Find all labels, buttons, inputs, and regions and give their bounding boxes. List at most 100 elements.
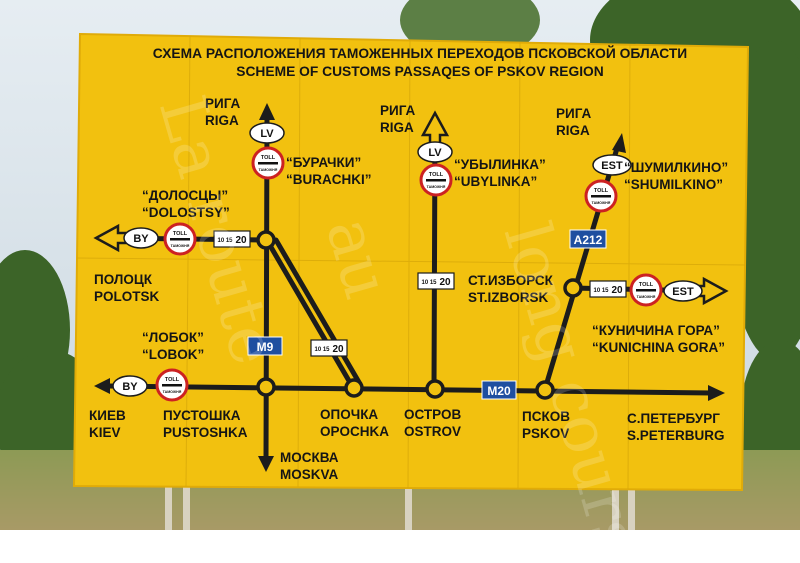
label-ubylinka-ru: “УБЫЛИНКА”: [454, 157, 546, 172]
label-lobok-ru: “ЛОБОК”: [142, 330, 204, 345]
road-m20: [105, 383, 715, 396]
road-opochka-diag-a: [265, 239, 355, 389]
label-shumilkino-ru: “ШУМИЛКИНО”: [624, 160, 729, 175]
road-opochka-diag-b: [273, 237, 363, 387]
label-izborsk-en: ST.IZBORSK: [468, 290, 549, 305]
toll-sign-burachki-toll: TOLL: [261, 155, 276, 161]
label-kiev-ru: КИЕВ: [89, 408, 126, 423]
badge-lv-m9-text: LV: [260, 128, 274, 140]
label-kiev-en: KIEV: [89, 425, 121, 440]
badge-m20-text: M20: [487, 384, 511, 398]
badge-lv-m9: LV: [249, 122, 285, 144]
time-plate-izborsk-num: 20: [611, 285, 623, 296]
toll-sign-shumilkino-customs: ТАМОЖНЯ: [592, 201, 611, 205]
label-spb-en: S.PETERBURG: [627, 428, 725, 443]
label-pskov-ru: ПСКОВ: [522, 409, 570, 424]
label-ubylinka-en: “UBYLINKA”: [454, 174, 538, 189]
panel-seams: [76, 35, 746, 490]
label-izborsk-ru: СТ.ИЗБОРСК: [468, 273, 553, 288]
toll-sign-burachki: TOLL ТАМОЖНЯ: [251, 146, 285, 180]
label-kunichina-ru: “КУНИЧИНА ГОРА”: [592, 323, 720, 338]
label-moskva-en: MOSKVA: [280, 467, 339, 482]
label-riga-en-ostrov: RIGA: [380, 120, 414, 135]
badge-est-a212-text: EST: [601, 160, 623, 172]
badge-by-dolostsy-text: BY: [133, 233, 149, 245]
toll-sign-lobok-toll: TOLL: [165, 377, 180, 383]
label-lobok-en: “LOBOK”: [142, 347, 205, 362]
label-riga-ru-a212: РИГА: [556, 106, 592, 121]
toll-sign-ubylinka-toll: TOLL: [429, 172, 444, 178]
sign-title-en: SCHEME OF CUSTOMS PASSAQES OF PSKOV REGI…: [236, 64, 604, 79]
toll-sign-burachki-customs: ТАМОЖНЯ: [259, 168, 278, 172]
label-burachki-ru: “БУРАЧКИ”: [286, 155, 362, 170]
label-spb-ru: С.ПЕТЕРБУРГ: [627, 411, 720, 426]
arrow-riga-m9: [259, 103, 275, 120]
toll-sign-shumilkino-toll: TOLL: [594, 188, 609, 194]
label-riga-ru-m9: РИГА: [205, 96, 241, 111]
badge-m9-text: M9: [257, 340, 274, 354]
toll-sign-lobok: TOLL ТАМОЖНЯ: [155, 368, 189, 402]
toll-sign-dolostsy-customs: ТАМОЖНЯ: [171, 244, 190, 248]
toll-sign-shumilkino: TOLL ТАМОЖНЯ: [584, 179, 618, 213]
badge-m9: M9: [247, 336, 283, 356]
arrow-kiev: [94, 378, 110, 394]
time-plate-ostrov-small: 10 15: [421, 280, 437, 286]
label-shumilkino-en: “SHUMILKINO”: [624, 177, 723, 192]
route-badges: A212 M9 M20: [247, 229, 607, 400]
time-plate-opochka-num: 20: [332, 344, 344, 355]
time-plate-izborsk-small: 10 15: [593, 288, 609, 294]
label-ostrov-ru: ОСТРОВ: [404, 407, 462, 422]
toll-sign-kunichina-toll: TOLL: [639, 282, 654, 288]
sign-posts: [165, 485, 635, 530]
label-moskva-ru: МОСКВА: [280, 450, 339, 465]
country-badges: LV LV BY BY EST EST: [112, 122, 703, 397]
badge-by-dolostsy: BY: [123, 227, 159, 249]
toll-sign-ubylinka-customs: ТАМОЖНЯ: [427, 185, 446, 189]
label-ostrov-en: OSTROV: [404, 424, 462, 439]
arrow-riga-a212: [612, 133, 626, 153]
badge-m20: M20: [481, 380, 517, 400]
junction-rings: [256, 230, 583, 400]
label-burachki-en: “BURACHKI”: [286, 172, 372, 187]
label-pskov-en: PSKOV: [522, 426, 570, 441]
label-riga-en-a212: RIGA: [556, 123, 590, 138]
label-dolostsy-en: “DOLOSTSY”: [142, 205, 230, 220]
toll-sign-lobok-customs: ТАМОЖНЯ: [163, 390, 182, 394]
badge-lv-ostrov-text: LV: [428, 147, 442, 159]
toll-sign-ubylinka: TOLL ТАМОЖНЯ: [419, 163, 453, 197]
label-pustoshka-en: PUSTOSHKA: [163, 425, 248, 440]
time-plate-dolostsy-num: 20: [235, 235, 247, 246]
time-plate-dolostsy-small: 10 15: [217, 238, 233, 244]
sign-title-ru: СХЕМА РАСПОЛОЖЕНИЯ ТАМОЖЕННЫХ ПЕРЕХОДОВ …: [152, 46, 688, 61]
photo-scene: LV LV BY BY EST EST TOLL ТАМОЖНЯ TOLL ТА…: [0, 0, 800, 530]
label-opochka-en: OPOCHKA: [320, 424, 390, 439]
label-kunichina-en: “KUNICHINA GORA”: [592, 340, 725, 355]
toll-sign-kunichina: TOLL ТАМОЖНЯ: [629, 273, 663, 307]
toll-sign-dolostsy: TOLL ТАМОЖНЯ: [163, 222, 197, 256]
arrow-moskva: [258, 456, 274, 472]
badge-a212-text: A212: [574, 233, 603, 247]
toll-sign-kunichina-customs: ТАМОЖНЯ: [637, 295, 656, 299]
time-plate-opochka-small: 10 15: [314, 347, 330, 353]
road-arrows: [93, 103, 729, 472]
badge-est-izborsk-text: EST: [672, 286, 694, 298]
label-dolostsy-ru: “ДОЛОСЦЫ”: [142, 188, 229, 203]
badge-by-kiev-text: BY: [122, 381, 138, 393]
label-pustoshka-ru: ПУСТОШКА: [163, 408, 241, 423]
toll-sign-dolostsy-toll: TOLL: [173, 231, 188, 237]
badge-lv-ostrov: LV: [417, 141, 453, 163]
arrow-spb: [708, 385, 725, 401]
label-riga-en-m9: RIGA: [205, 113, 239, 128]
label-opochka-ru: ОПОЧКА: [320, 407, 379, 422]
time-plate-ostrov-num: 20: [439, 277, 451, 288]
label-polotsk-ru: ПОЛОЦК: [94, 272, 152, 287]
toll-signs: TOLL ТАМОЖНЯ TOLL ТАМОЖНЯ TOLL ТАМОЖНЯ T…: [155, 146, 663, 402]
badge-est-izborsk: EST: [663, 280, 703, 302]
label-polotsk-en: POLOTSK: [94, 289, 160, 304]
badge-est-a212: EST: [592, 154, 632, 176]
